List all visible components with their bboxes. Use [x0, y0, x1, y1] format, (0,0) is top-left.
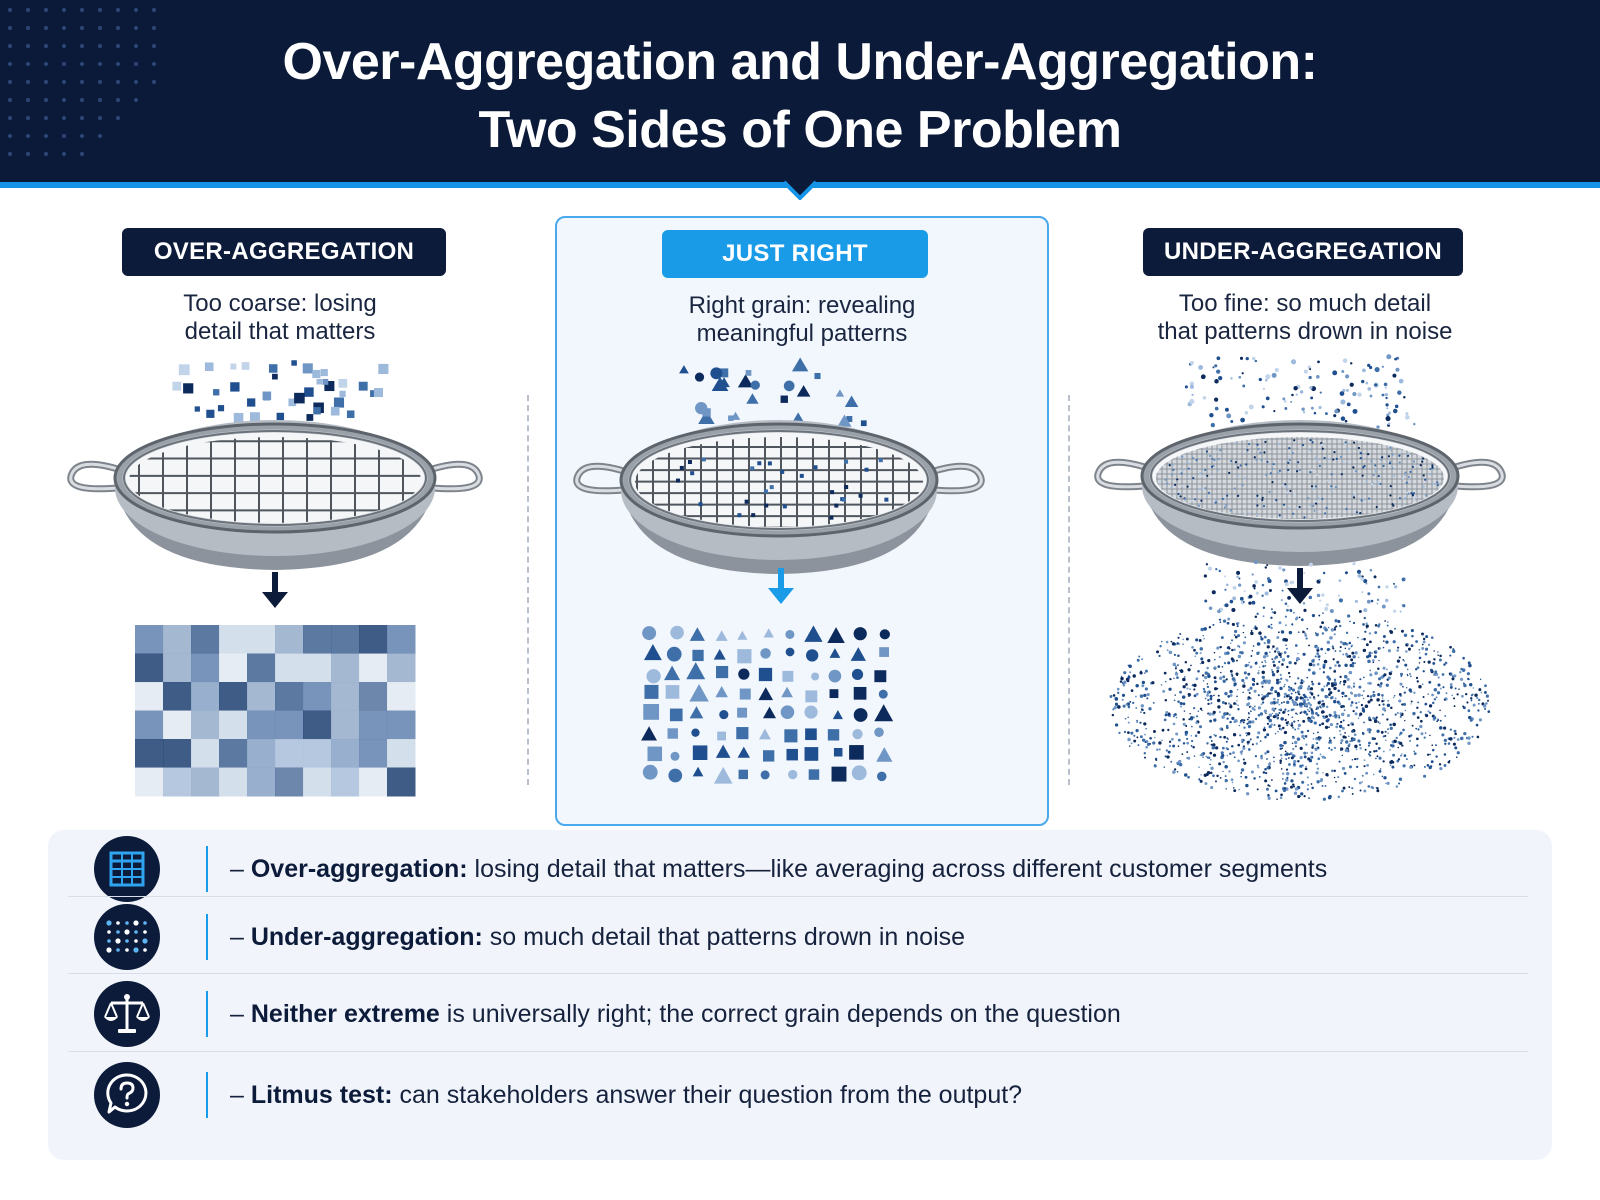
page-title: Over-Aggregation and Under-Aggregation: … [0, 28, 1600, 164]
list-item-text: – Under-aggregation: so much detail that… [230, 923, 966, 951]
subtitle-just-line-1: Right grain: revealing [688, 292, 916, 319]
list-item-description: losing detail that matters—like averagin… [467, 855, 1328, 883]
subtitle-under-line-2: that patterns drown in noise [1157, 318, 1453, 345]
badge-just-right: JUST RIGHT [662, 230, 928, 278]
divider-right [1068, 395, 1070, 785]
list-item-text: – Over-aggregation: losing detail that m… [230, 855, 1328, 883]
row-separator [68, 896, 1528, 897]
key-points-list: – Over-aggregation: losing detail that m… [48, 830, 1552, 1160]
list-item-divider [206, 846, 208, 892]
coarse-sieve-illustration [67, 360, 483, 797]
badge-under-aggregation: UNDER-AGGREGATION [1143, 228, 1463, 276]
title-line-2: Two Sides of One Problem [478, 101, 1122, 159]
row-separator [68, 973, 1528, 974]
list-item-description: is universally right; the correct grain … [439, 1000, 1121, 1028]
subtitle-just-right: Right grain: revealing meaningful patter… [577, 292, 1027, 348]
medium-sieve-illustration [573, 357, 985, 784]
list-item-text: – Litmus test: can stakeholders answer t… [230, 1081, 1023, 1109]
list-item-over-aggregation: – Over-aggregation: losing detail that m… [68, 830, 1528, 908]
divider-left [527, 395, 529, 785]
list-item-description: so much detail that patterns drown in no… [482, 923, 966, 951]
header-banner: Over-Aggregation and Under-Aggregation: … [0, 0, 1600, 184]
list-item-bold-label: Over-aggregation: [250, 855, 468, 883]
panel-over-aggregation: OVER-AGGREGATION Too coarse: losing deta… [30, 210, 530, 820]
subtitle-over-line-1: Too coarse: losing [183, 290, 377, 317]
question-bubble-icon [94, 1062, 160, 1128]
dots-scatter-icon [94, 904, 160, 970]
subtitle-just-line-2: meaningful patterns [696, 320, 908, 347]
subtitle-over-aggregation: Too coarse: losing detail that matters [60, 290, 500, 346]
list-item-under-aggregation: – Under-aggregation: so much detail that… [68, 898, 1528, 976]
title-line-1: Over-Aggregation and Under-Aggregation: [282, 33, 1318, 91]
subtitle-over-line-2: detail that matters [184, 318, 376, 345]
header-notch-arrow [784, 180, 816, 200]
list-item-text: – Neither extreme is universally right; … [230, 1000, 1121, 1028]
header-dot-pattern [8, 8, 156, 156]
subtitle-under-line-1: Too fine: so much detail [1178, 290, 1432, 317]
list-item-divider [206, 914, 208, 960]
panel-just-right: JUST RIGHT Right grain: revealing meanin… [555, 216, 1049, 826]
balance-scale-icon [94, 981, 160, 1047]
table-grid-icon [94, 836, 160, 902]
list-item-divider [206, 1072, 208, 1118]
row-separator [68, 1051, 1528, 1052]
list-item-neither-extreme: – Neither extreme is universally right; … [68, 975, 1528, 1053]
subtitle-under-aggregation: Too fine: so much detail that patterns d… [1055, 290, 1555, 346]
list-item-bold-label: Litmus test: [250, 1081, 393, 1109]
fine-sieve-illustration [1094, 354, 1506, 801]
list-item-bold-label: Neither extreme [250, 1000, 440, 1028]
panel-under-aggregation: UNDER-AGGREGATION Too fine: so much deta… [1055, 210, 1555, 820]
list-item-description: can stakeholders answer their question f… [392, 1081, 1023, 1109]
list-item-divider [206, 991, 208, 1037]
badge-over-aggregation: OVER-AGGREGATION [122, 228, 446, 276]
list-item-litmus-test: – Litmus test: can stakeholders answer t… [68, 1056, 1528, 1134]
list-item-bold-label: Under-aggregation: [250, 923, 483, 951]
